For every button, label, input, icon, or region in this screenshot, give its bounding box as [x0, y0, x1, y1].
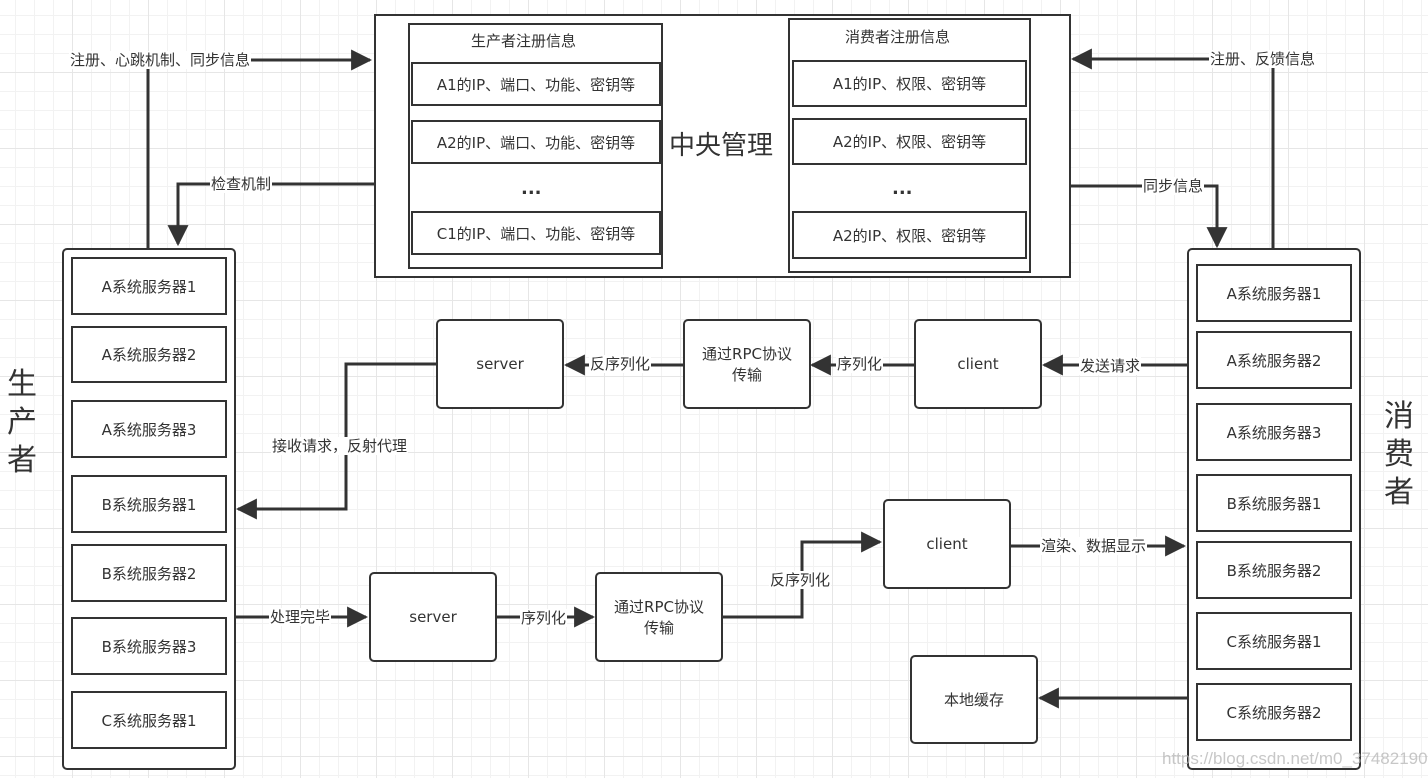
producer-registry-item: C1的IP、端口、功能、密钥等: [411, 211, 661, 255]
producer-server: C系统服务器1: [71, 691, 227, 749]
consumer-registry-ellipsis: ...: [892, 178, 913, 199]
watermark: https://blog.csdn.net/m0_37482190: [1162, 749, 1428, 768]
consumer-server: A系统服务器2: [1196, 331, 1352, 389]
edge-label-sync: 同步信息: [1142, 177, 1205, 195]
request-client-node: client: [914, 319, 1042, 409]
producer-server: B系统服务器1: [71, 475, 227, 533]
edge-label-deserialize-resp: 反序列化: [769, 571, 832, 589]
producer-registry-item: A1的IP、端口、功能、密钥等: [411, 62, 661, 106]
consumer-label-char: 费: [1384, 437, 1414, 472]
producer-label-char: 生: [7, 367, 37, 402]
edge-label-producer-register: 注册、心跳机制、同步信息: [69, 51, 252, 69]
local-cache-node: 本地缓存: [910, 655, 1038, 744]
request-rpc-line: 传输: [731, 366, 762, 384]
edge-receive-request: [235, 362, 437, 520]
producer-server: A系统服务器2: [71, 326, 227, 383]
producer-label: 生 产 者: [5, 366, 39, 480]
response-rpc-line: 通过RPC协议: [614, 598, 704, 616]
producer-server: A系统服务器1: [71, 257, 227, 315]
edge-label-serialize-req: 序列化: [836, 355, 884, 373]
response-rpc-line: 传输: [643, 619, 674, 637]
producer-server: A系统服务器3: [71, 400, 227, 458]
edge-label-processed: 处理完毕: [269, 608, 332, 626]
request-rpc-line: 通过RPC协议: [702, 345, 792, 363]
consumer-label-char: 消: [1384, 399, 1414, 434]
central-management-title: 中央管理: [669, 131, 774, 161]
consumer-registry-item: A2的IP、权限、密钥等: [792, 118, 1027, 165]
edge-label-send-request: 发送请求: [1079, 357, 1142, 375]
consumer-server: B系统服务器2: [1196, 541, 1352, 599]
edge-producer-register: [146, 49, 373, 248]
edge-label-serialize-resp: 序列化: [520, 609, 568, 627]
producer-server: B系统服务器2: [71, 544, 227, 602]
consumer-registry-item: A1的IP、权限、密钥等: [792, 60, 1027, 107]
producer-registry-ellipsis: ...: [521, 178, 542, 199]
consumer-server: A系统服务器3: [1196, 403, 1352, 461]
response-server-node: server: [369, 572, 497, 662]
producer-registry-item: A2的IP、端口、功能、密钥等: [411, 120, 661, 164]
consumer-server: B系统服务器1: [1196, 474, 1352, 532]
consumer-registry-item: A2的IP、权限、密钥等: [792, 211, 1027, 259]
edge-label-consumer-register: 注册、反馈信息: [1209, 50, 1317, 68]
edge-sync: [1070, 184, 1228, 249]
edge-label-check: 检查机制: [210, 175, 273, 193]
edge-label-render: 渲染、数据显示: [1040, 537, 1148, 555]
edge-consumer-register: [1070, 48, 1275, 248]
response-client-node: client: [883, 499, 1011, 589]
producer-label-char: 产: [7, 405, 37, 440]
consumer-registry-title: 消费者注册信息: [845, 28, 951, 46]
consumer-label-char: 者: [1384, 475, 1414, 510]
request-server-node: server: [436, 319, 564, 409]
consumer-label: 消 费 者: [1382, 398, 1416, 512]
consumer-server: A系统服务器1: [1196, 264, 1352, 322]
edge-check: [167, 182, 374, 247]
response-rpc-node: 通过RPC协议 传输: [595, 572, 723, 662]
edge-label-deserialize-req: 反序列化: [589, 355, 652, 373]
consumer-server: C系统服务器1: [1196, 612, 1352, 670]
producer-registry-title: 生产者注册信息: [471, 32, 577, 50]
consumer-server: C系统服务器2: [1196, 683, 1352, 741]
producer-label-char: 者: [7, 443, 37, 478]
edge-label-receive-request: 接收请求，反射代理: [271, 437, 409, 455]
producer-server: B系统服务器3: [71, 617, 227, 675]
request-rpc-node: 通过RPC协议 传输: [683, 319, 811, 409]
